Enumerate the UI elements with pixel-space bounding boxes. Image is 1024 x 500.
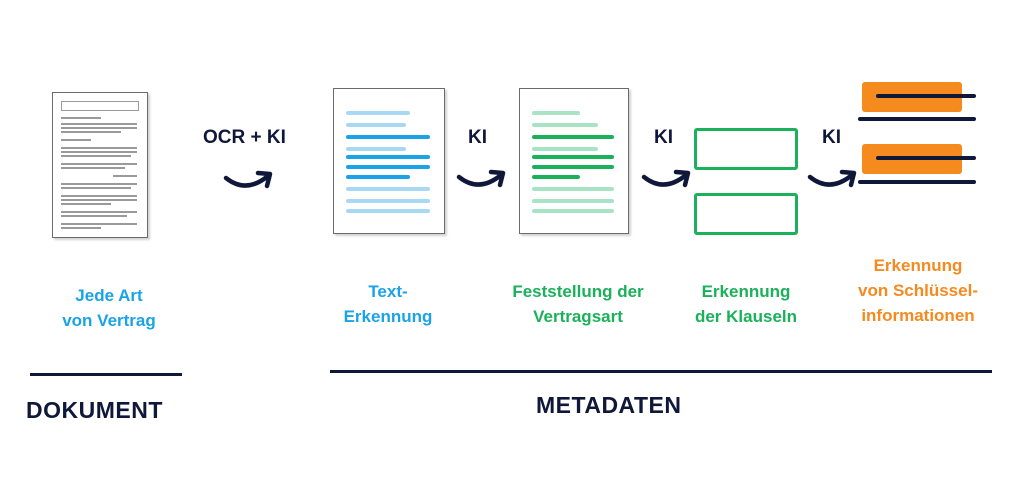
- step-caption-schluesselinformationen: Erkennung von Schlüssel- informationen: [858, 256, 978, 325]
- metadaten-divider: [330, 370, 992, 373]
- section-title-dokument: DOKUMENT: [26, 397, 163, 423]
- text-document-icon: [333, 88, 445, 234]
- step-caption-text-erkennung: Text- Erkennung: [343, 282, 433, 326]
- step-caption-jede-art: Jede Art von Vertrag: [62, 286, 156, 330]
- classified-document-icon: [519, 88, 629, 234]
- clause-box-icon: [694, 193, 798, 235]
- clause-box-icon: [694, 128, 798, 170]
- arrow-label-ki-1: KI: [468, 127, 487, 148]
- arrow-label-ki-3: KI: [822, 127, 841, 148]
- curved-arrow-icon: [456, 169, 506, 188]
- contract-document-icon: [52, 92, 148, 238]
- arrow-label-ki-2: KI: [654, 127, 673, 148]
- step-caption-vertragsart: Feststellung der Vertragsart: [512, 282, 644, 326]
- section-title-metadaten: METADATEN: [536, 392, 682, 418]
- key-info-icon: [858, 78, 980, 190]
- arrow-label-ocr-ki: OCR + KI: [203, 127, 286, 148]
- curved-arrow-icon: [641, 169, 691, 188]
- step-caption-klauseln: Erkennung der Klauseln: [694, 282, 798, 326]
- dokument-divider: [30, 373, 182, 376]
- curved-arrow-icon: [223, 170, 273, 189]
- curved-arrow-icon: [807, 169, 857, 188]
